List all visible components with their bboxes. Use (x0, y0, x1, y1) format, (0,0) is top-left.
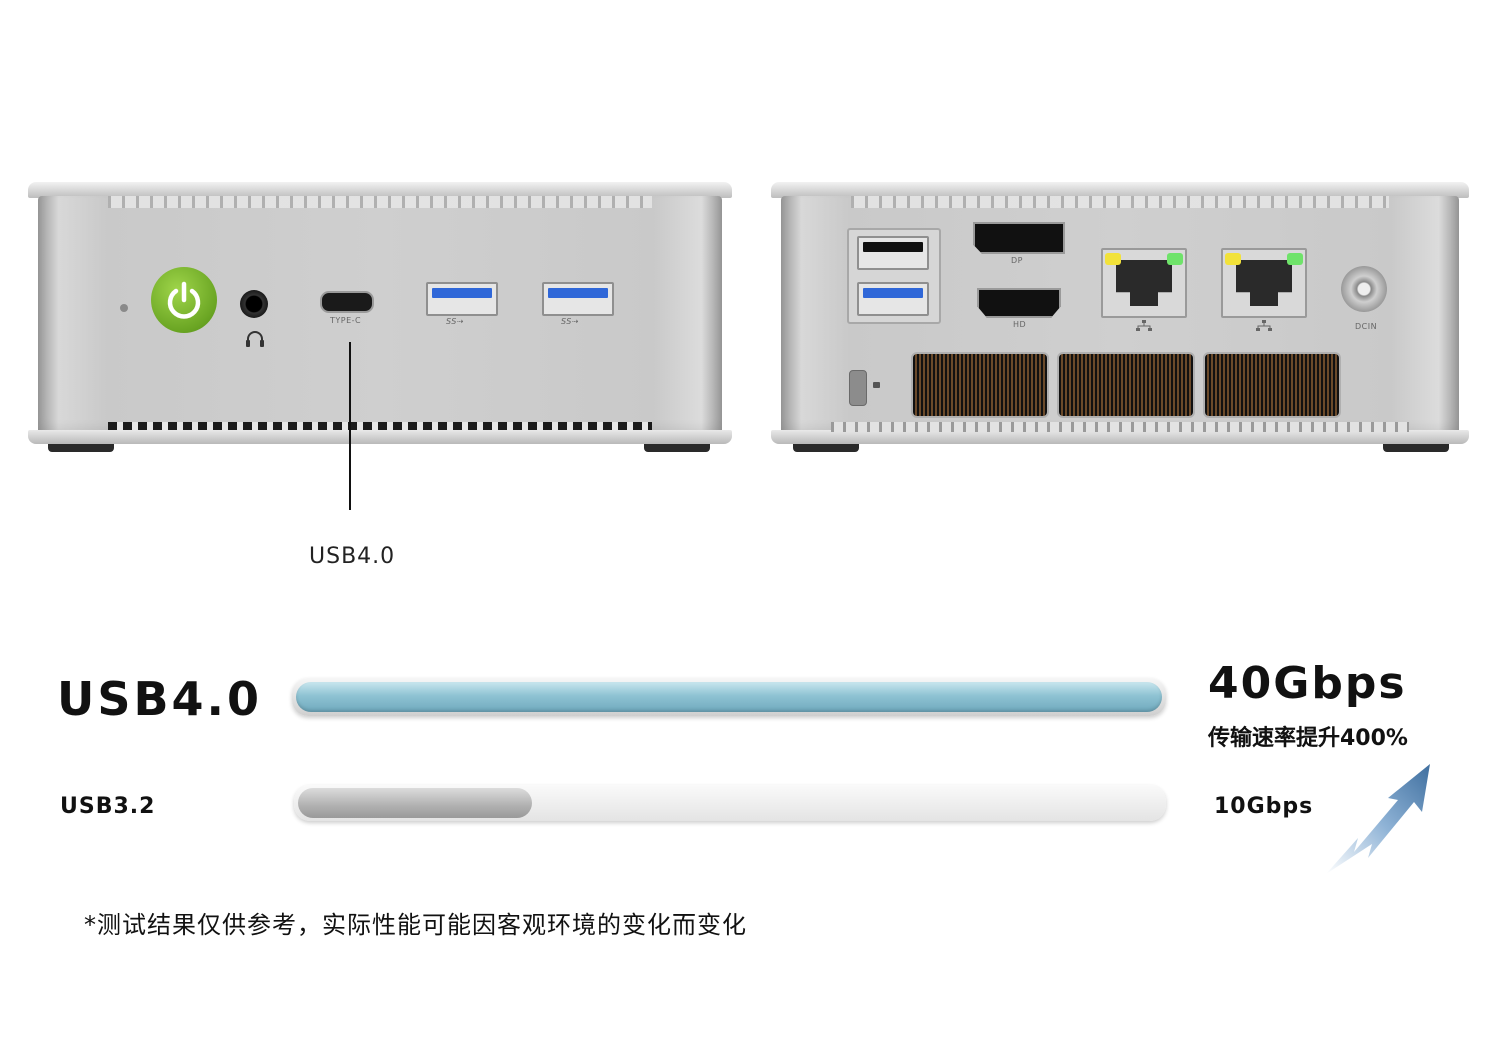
link-led-icon (1225, 253, 1241, 265)
usb4-speed: 40Gbps (1208, 658, 1407, 709)
network-icon (1136, 320, 1152, 331)
usb4-row-label: USB4.0 (57, 672, 263, 726)
bottom-lip (28, 430, 732, 444)
usb-a-label-1: SS⇢ (446, 317, 465, 326)
status-led-icon (120, 304, 128, 312)
rj45-socket (1116, 260, 1172, 306)
activity-led-icon (1287, 253, 1303, 265)
foot-right (644, 444, 710, 452)
usb32-speed: 10Gbps (1214, 794, 1314, 819)
usb-a-port-1[interactable] (426, 282, 498, 316)
bottom-vent (831, 422, 1409, 432)
callout-label: USB4.0 (309, 544, 396, 569)
vent-grill-2 (1057, 352, 1195, 418)
rear-panel-device: DP HD DCIN (771, 182, 1469, 454)
rear-usb-a-port-2[interactable] (857, 282, 929, 316)
foot-left (48, 444, 114, 452)
power-icon (167, 281, 201, 319)
audio-jack[interactable] (240, 290, 268, 318)
top-lip (771, 182, 1469, 198)
ethernet-port-1[interactable] (1101, 248, 1187, 318)
front-face (38, 196, 722, 434)
dc-in-port[interactable] (1341, 266, 1387, 312)
usb4-bar-fill (296, 682, 1162, 712)
usb-c-port[interactable] (320, 291, 374, 313)
ethernet-port-2[interactable] (1221, 248, 1307, 318)
footnote: *测试结果仅供参考，实际性能可能因客观环境的变化而变化 (84, 911, 747, 939)
vent-grill-3 (1203, 352, 1341, 418)
rear-usb-a-port-1[interactable] (857, 236, 929, 270)
vent-grill-1 (911, 352, 1049, 418)
dp-label: DP (1011, 256, 1023, 265)
foot-right (1383, 444, 1449, 452)
rj45-socket (1236, 260, 1292, 306)
link-led-icon (1105, 253, 1121, 265)
power-button[interactable] (151, 267, 217, 333)
top-vent (851, 196, 1389, 208)
activity-led-icon (1167, 253, 1183, 265)
headphone-icon (246, 331, 264, 347)
lock-icon (873, 382, 880, 388)
usb32-row-label: USB3.2 (60, 794, 156, 819)
type-c-label: TYPE-C (330, 316, 362, 325)
growth-arrow-icon (1326, 764, 1430, 874)
usb32-bar-fill (298, 788, 532, 818)
hdmi-port[interactable] (977, 288, 1061, 318)
front-panel-device: TYPE-C SS⇢ SS⇢ (28, 182, 732, 454)
top-vent (108, 196, 652, 208)
dcin-label: DCIN (1355, 322, 1378, 331)
callout-line (349, 342, 351, 510)
network-icon (1256, 320, 1272, 331)
foot-left (793, 444, 859, 452)
displayport[interactable] (973, 222, 1065, 254)
usb-a-port-2[interactable] (542, 282, 614, 316)
top-lip (28, 182, 732, 198)
kensington-lock-slot[interactable] (849, 370, 867, 406)
usb4-speed-note: 传输速率提升400% (1208, 726, 1408, 751)
bottom-lip (771, 430, 1469, 444)
hdmi-label: HD (1013, 320, 1027, 329)
usb-a-label-2: SS⇢ (561, 317, 580, 326)
